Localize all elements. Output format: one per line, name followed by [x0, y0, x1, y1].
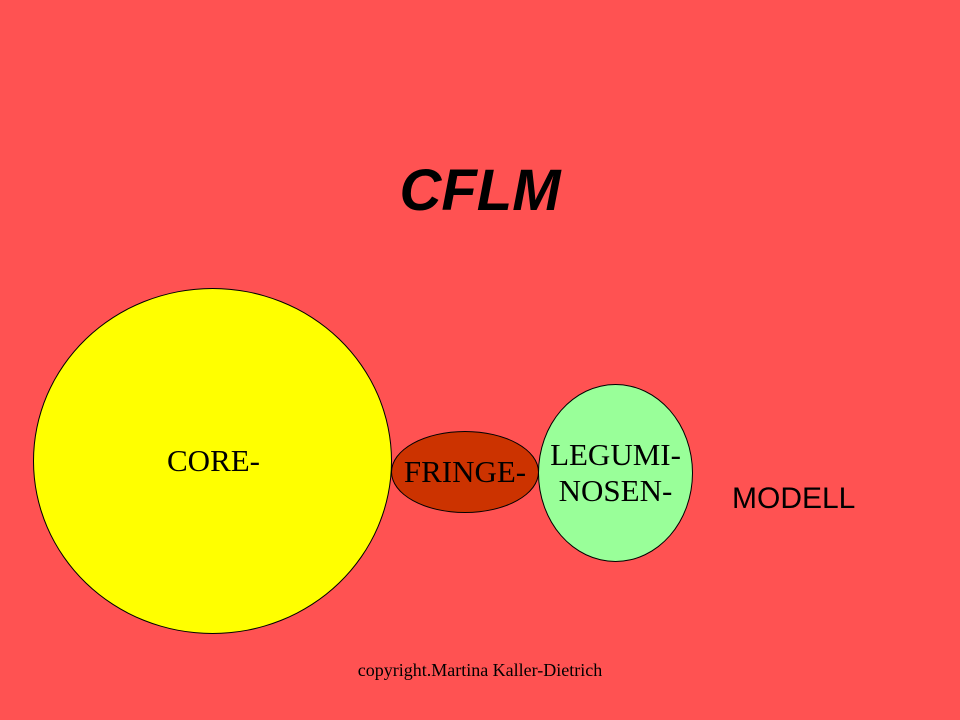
fringe-ellipse: FRINGE- — [391, 431, 539, 513]
fringe-label: FRINGE- — [403, 454, 527, 489]
modell-label: MODELL — [732, 482, 856, 515]
slide-title: CFLM — [399, 158, 561, 223]
core-label: CORE- — [167, 443, 260, 478]
legum-label: LEGUMI- NOSEN- — [550, 437, 681, 508]
core-circle: CORE- — [33, 288, 392, 634]
legum-ellipse: LEGUMI- NOSEN- — [538, 384, 693, 562]
copyright-footer: copyright.Martina Kaller-Dietrich — [357, 660, 603, 680]
